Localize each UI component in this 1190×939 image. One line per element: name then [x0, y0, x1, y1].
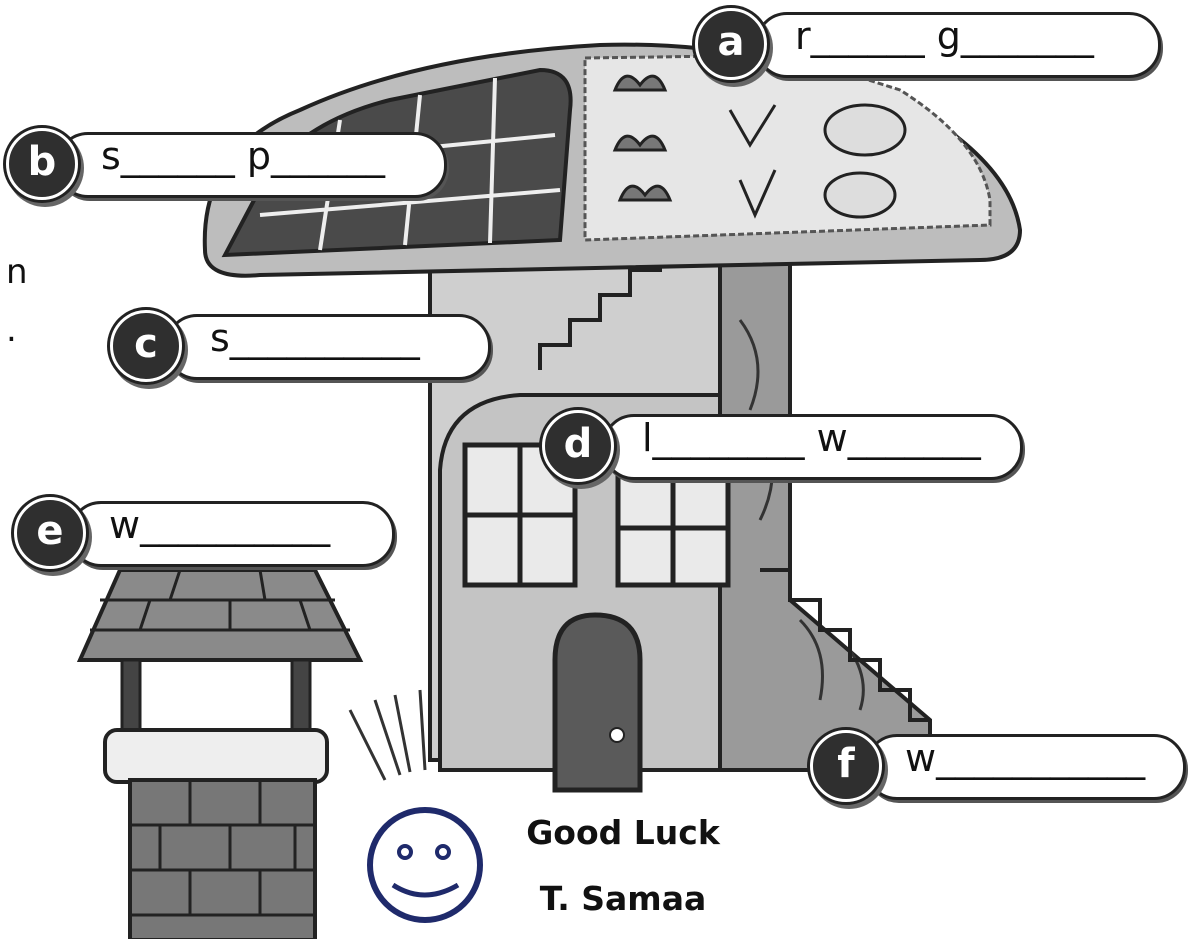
label-letter: d	[542, 410, 614, 482]
label-b[interactable]: b s______ p______	[6, 128, 448, 196]
good-luck-sign: Good Luck T. Samaa	[498, 793, 748, 939]
well	[80, 570, 360, 939]
label-letter: f	[810, 730, 882, 802]
label-letter: e	[14, 497, 86, 569]
smiley-face-icon	[370, 810, 480, 920]
label-letter: b	[6, 128, 78, 200]
label-hint: s__________	[210, 316, 420, 360]
label-letter: c	[110, 310, 182, 382]
label-a[interactable]: a r______ g_______	[695, 8, 1160, 76]
good-luck-text: Good Luck	[498, 813, 748, 852]
label-hint: w__________	[109, 503, 330, 547]
cropped-text-n: n	[6, 252, 28, 292]
label-letter: a	[695, 8, 767, 80]
label-hint: w___________	[905, 736, 1145, 780]
label-hint: r______ g_______	[795, 14, 1094, 58]
label-d[interactable]: d l________ w_______	[542, 410, 1024, 478]
label-hint: s______ p______	[101, 134, 385, 178]
label-hint: l________ w_______	[642, 416, 981, 460]
label-f[interactable]: f w___________	[810, 730, 1188, 798]
cropped-text-dot: .	[6, 310, 17, 350]
author-name: T. Samaa	[498, 879, 748, 918]
label-c[interactable]: c s__________	[110, 310, 492, 378]
label-e[interactable]: e w__________	[14, 497, 399, 565]
